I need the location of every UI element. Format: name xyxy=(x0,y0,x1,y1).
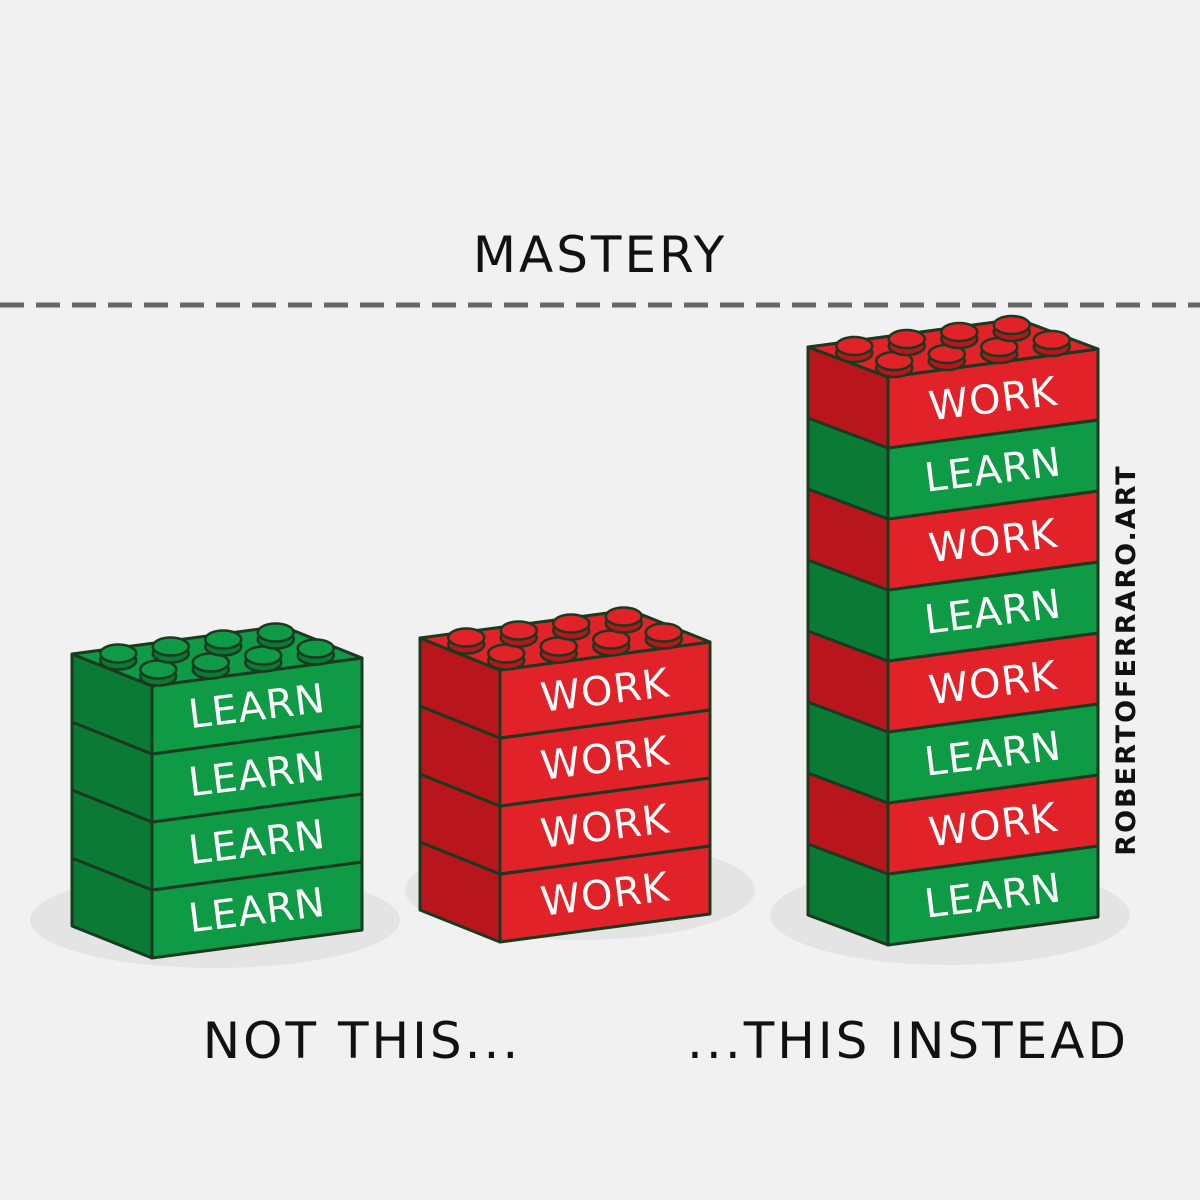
learn-brick: LEARN xyxy=(70,652,364,756)
work-brick: WORK xyxy=(418,636,712,740)
not-this-caption: NOT THIS... xyxy=(203,1012,522,1070)
stud-top xyxy=(887,328,926,350)
stud-top xyxy=(604,606,643,627)
stud-top xyxy=(99,643,138,664)
this-instead-caption: ...THIS INSTEAD xyxy=(687,1012,1129,1070)
stud-top xyxy=(552,613,591,634)
stud-top xyxy=(296,638,335,659)
stud-top xyxy=(204,629,243,650)
work-brick: WORK xyxy=(806,487,1100,592)
learn-brick: LEARN xyxy=(806,842,1100,947)
learn-brick: LEARN xyxy=(806,700,1100,805)
work-brick: WORK xyxy=(806,771,1100,876)
stud-top xyxy=(644,622,683,643)
stud-top xyxy=(447,627,486,648)
stud-top xyxy=(151,636,190,657)
brick-studs xyxy=(447,606,683,671)
brick-studs xyxy=(99,622,335,687)
learn-brick: LEARN xyxy=(806,558,1100,663)
work-brick: WORK xyxy=(806,629,1100,734)
artist-credit: ROBERTOFERRARO.ART xyxy=(1111,464,1142,855)
stud-top xyxy=(835,335,874,357)
learn-brick: LEARN xyxy=(806,416,1100,521)
stud-top xyxy=(940,321,979,343)
stud-top xyxy=(256,622,295,643)
mastery-label: MASTERY xyxy=(473,226,727,284)
stud-top xyxy=(992,314,1031,336)
stud-top xyxy=(499,620,538,641)
brick-stacks: LEARNLEARNLEARNLEARNWORKWORKWORKWORKLEAR… xyxy=(70,314,1100,960)
stud-top xyxy=(1032,329,1071,351)
brick-studs xyxy=(835,314,1071,379)
